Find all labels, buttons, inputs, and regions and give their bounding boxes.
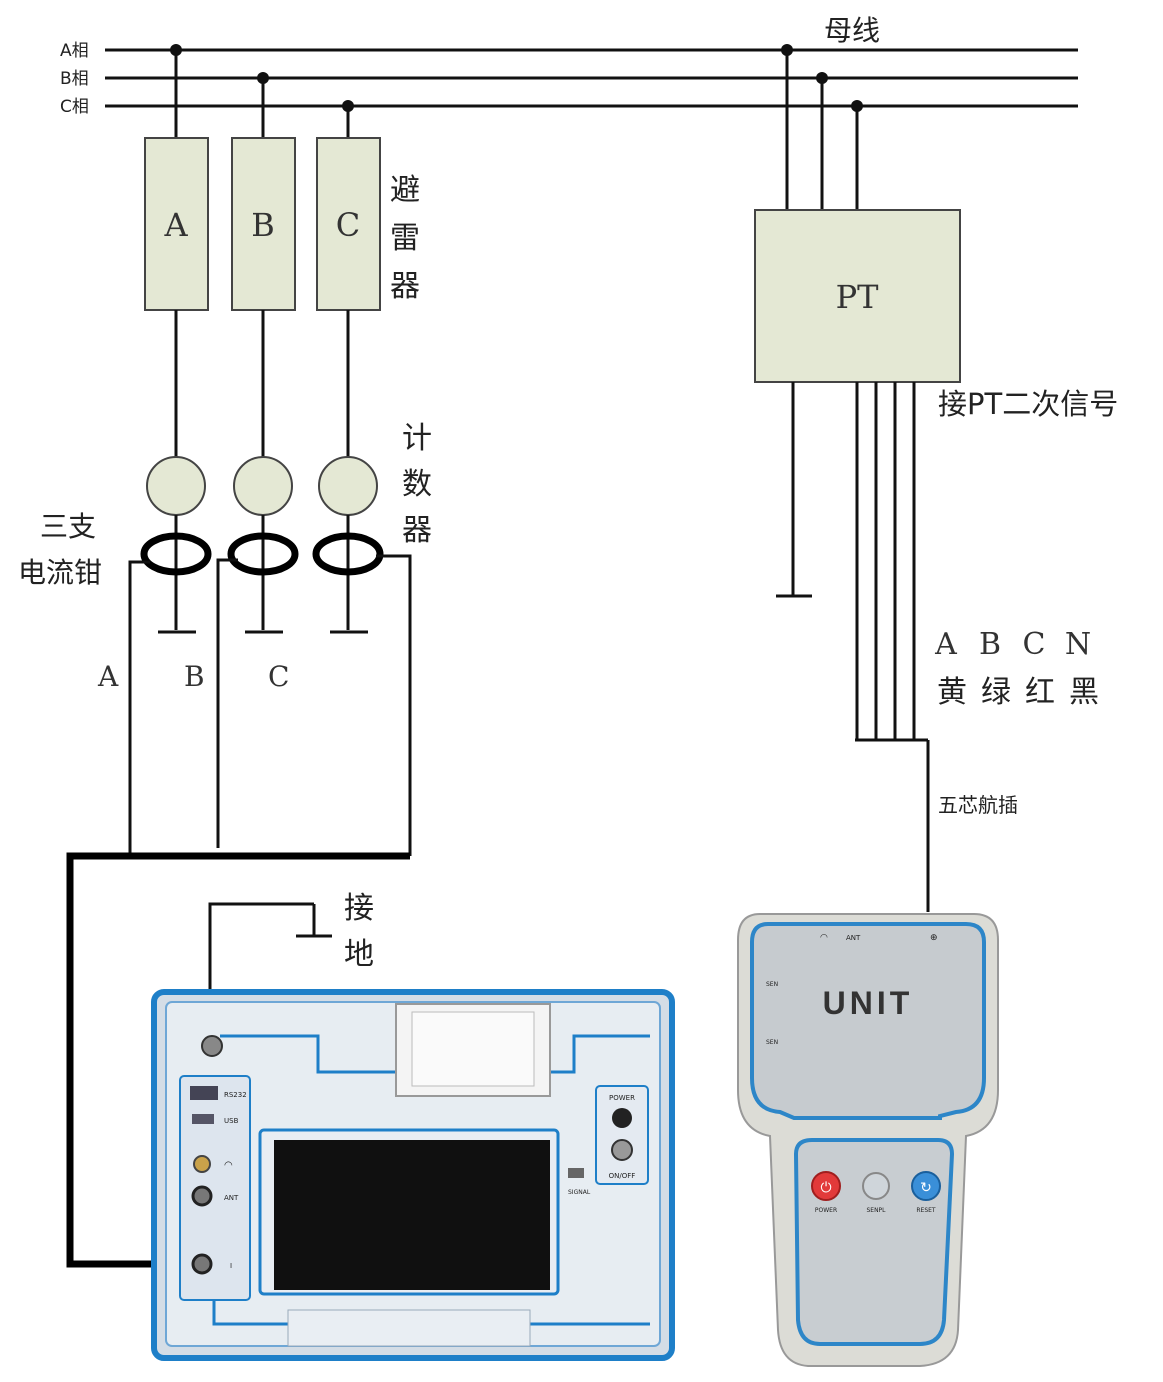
counter-label-1: 计 <box>402 421 432 456</box>
lead-c-label: C <box>268 660 289 693</box>
ant-label: ANT <box>224 1194 239 1202</box>
printer-cover <box>411 1011 535 1087</box>
lead-a-wire <box>128 560 150 856</box>
handle-recess <box>287 1309 531 1347</box>
power-label: POWER <box>609 1094 635 1102</box>
lcd-screen <box>274 1140 550 1290</box>
reset-icon: ↻ <box>920 1180 932 1196</box>
rs232-label: RS232 <box>224 1091 247 1099</box>
bus-label: 母线 <box>824 14 880 47</box>
handheld-reset-button[interactable] <box>911 1171 941 1201</box>
counter-b <box>233 456 293 516</box>
arrester-label-1: 避 <box>390 173 420 208</box>
arrester-label-2: 雷 <box>390 221 420 256</box>
clamp-b <box>227 532 299 576</box>
handheld-side-mark-2: SEN <box>766 1039 778 1046</box>
lead-b-wire <box>216 558 238 848</box>
handheld-top-panel <box>750 922 986 1120</box>
handheld-power-button[interactable] <box>811 1171 841 1201</box>
pt-box <box>754 209 961 383</box>
pt-label: PT <box>836 278 880 316</box>
counter-label-3: 器 <box>402 513 432 548</box>
wire-letter-b: B <box>979 627 1001 662</box>
counter-c <box>318 456 378 516</box>
onoff-label: ON/OFF <box>609 1172 636 1180</box>
ground-terminal[interactable] <box>201 1035 223 1057</box>
handheld-sample-button[interactable] <box>862 1172 890 1200</box>
lead-a-label: A <box>97 660 119 693</box>
clamp-label-line1: 三支 <box>40 510 96 543</box>
handheld-keypad-panel <box>793 1138 955 1346</box>
ant-port[interactable] <box>191 1185 213 1207</box>
connector-label: 五芯航插 <box>938 793 1018 817</box>
handheld-status-ant: ANT <box>846 934 861 942</box>
wire-letter-a: A <box>934 627 957 662</box>
signal-switch[interactable] <box>568 1168 584 1178</box>
antenna-port[interactable] <box>193 1155 211 1173</box>
arrester-a-label: A <box>163 206 188 244</box>
lead-c-wire <box>376 554 412 856</box>
wire-color-green: 绿 <box>981 675 1011 710</box>
usb-port[interactable] <box>192 1114 214 1124</box>
counter-a <box>146 456 206 516</box>
power-socket[interactable] <box>612 1108 632 1128</box>
phase-label-a: A相 <box>60 41 89 61</box>
handheld-side-mark-1: SEN <box>766 981 778 988</box>
ground-label-2: 地 <box>344 937 374 972</box>
wire-color-red: 红 <box>1025 675 1055 710</box>
wire-letter-c: C <box>1023 627 1046 662</box>
clamp-cable <box>66 852 410 1268</box>
pt-secondary-label: 接PT二次信号 <box>938 387 1118 421</box>
tester-device: RS232 USB ◠ ANT I SIGNAL POWER ON/OFF <box>151 989 675 1361</box>
usb-label: USB <box>224 1117 239 1125</box>
arrester-b-label: B <box>251 206 275 244</box>
counter-label-2: 数 <box>402 467 432 502</box>
wire-letter-n: N <box>1065 627 1091 662</box>
panel-trace-2 <box>548 1034 650 1074</box>
handheld-device: ◠ ANT ⊕ SEN SEN UNIT ⏻ ↻ POWER SENPL RES… <box>737 913 999 1367</box>
clamp-c <box>312 532 384 576</box>
wire-color-yellow: 黄 <box>937 675 967 710</box>
arrester-c-label: C <box>336 206 360 244</box>
ground-label-1: 接 <box>344 891 374 926</box>
handheld-power-label: POWER <box>815 1207 837 1214</box>
clamp-a <box>140 532 212 576</box>
power-module <box>595 1085 649 1185</box>
wifi-icon: ◠ <box>224 1160 233 1171</box>
rs232-port[interactable] <box>190 1086 218 1100</box>
phase-label-b: B相 <box>60 69 89 89</box>
handheld-brand: UNIT <box>823 985 914 1021</box>
current-input-label: I <box>230 1262 232 1270</box>
wire-color-black: 黑 <box>1069 675 1099 710</box>
handheld-signal-icon: ◠ <box>820 933 828 943</box>
signal-label: SIGNAL <box>568 1189 591 1196</box>
onoff-switch[interactable] <box>611 1139 633 1161</box>
handheld-reset-label: RESET <box>916 1207 936 1214</box>
port-strip <box>179 1075 251 1301</box>
power-icon: ⏻ <box>820 1180 831 1196</box>
lead-b-label: B <box>184 660 205 693</box>
handheld-status-icon: ⊕ <box>930 933 938 943</box>
current-input-port[interactable] <box>191 1253 213 1275</box>
bus-lines <box>105 44 1078 112</box>
handheld-sample-label: SENPL <box>866 1207 886 1214</box>
panel-trace-1 <box>220 1034 400 1074</box>
clamp-label-line2: 电流钳 <box>18 556 102 589</box>
phase-label-c: C相 <box>60 97 89 117</box>
arrester-label-3: 器 <box>390 269 420 304</box>
